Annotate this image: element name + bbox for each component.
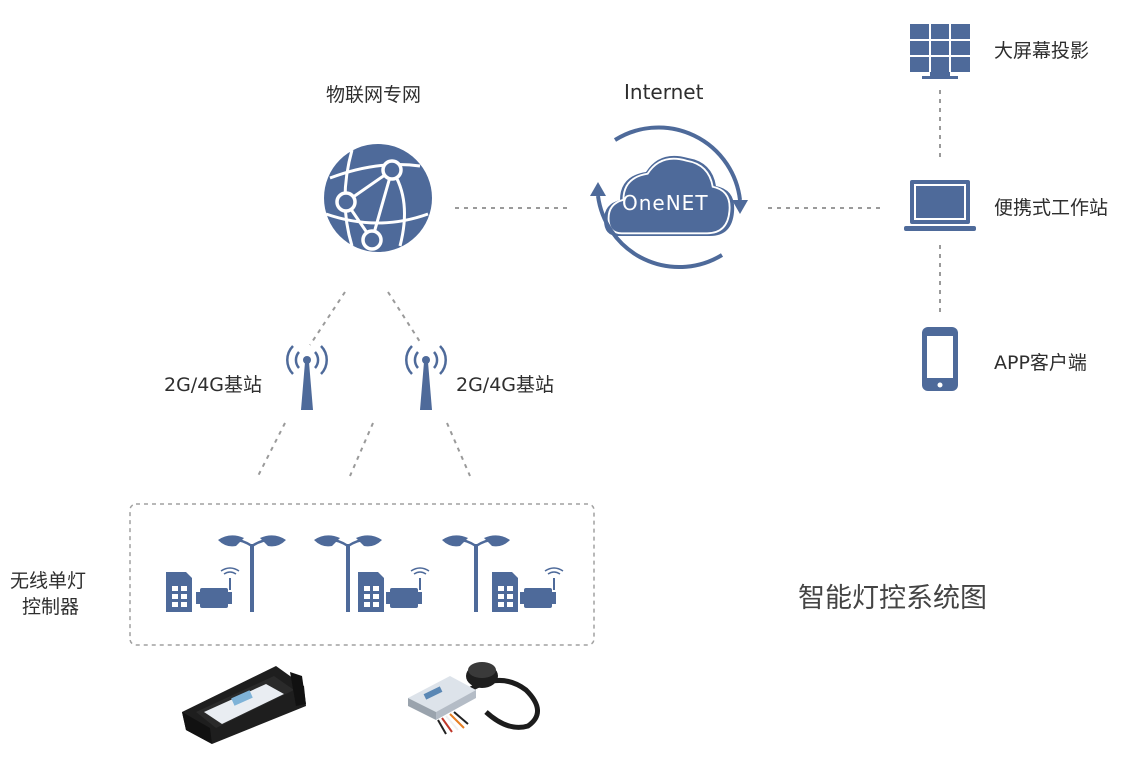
- sim-card-icon: [492, 572, 518, 612]
- smartphone-icon: [922, 327, 958, 391]
- street-lamp-icon: [218, 535, 286, 612]
- wireless-module-icon: [196, 567, 240, 608]
- cloud-icon: [604, 155, 735, 236]
- wireless-module-icon: [520, 567, 564, 608]
- link-globe-tower-left: [309, 291, 346, 346]
- link-tower-right-group2: [349, 422, 374, 477]
- base-station-right-label: 2G/4G基站: [456, 374, 555, 396]
- controller-device-photo-1: [182, 666, 306, 744]
- iot-network-label: 物联网专网: [326, 84, 422, 106]
- sync-arrows-icon: [596, 125, 742, 270]
- link-globe-tower-right: [387, 291, 423, 346]
- sim-card-icon: [166, 572, 192, 612]
- client-app-label: APP客户端: [994, 352, 1087, 374]
- laptop-icon: [904, 180, 976, 231]
- antenna-tower-icon-left: [286, 345, 328, 410]
- diagram-title: 智能灯控系统图: [798, 583, 987, 614]
- arrowhead-right: [732, 200, 748, 214]
- base-station-left-label: 2G/4G基站: [164, 374, 263, 396]
- link-tower-left-group1: [257, 422, 286, 477]
- link-tower-right-group3: [446, 422, 471, 477]
- wireless-module-icon: [386, 567, 430, 608]
- cloud-label: OneNET: [622, 191, 709, 215]
- controller-label-line2: 控制器: [22, 596, 80, 618]
- arrowhead-left: [590, 182, 606, 196]
- street-lamp-icon: [314, 535, 382, 612]
- controller-label-line1: 无线单灯: [10, 570, 87, 592]
- street-lamp-icon: [442, 535, 510, 612]
- internet-label: Internet: [624, 80, 704, 104]
- screen-grid-icon: [910, 24, 970, 79]
- controller-group-box: [129, 503, 595, 646]
- client-big-screen-label: 大屏幕投影: [994, 40, 1090, 62]
- globe-network-icon: [324, 144, 432, 252]
- street-lamp-group-1: [166, 535, 286, 612]
- client-laptop-label: 便携式工作站: [994, 197, 1109, 219]
- street-lamp-group-3: [442, 535, 564, 612]
- antenna-tower-icon-right: [405, 345, 447, 410]
- street-lamp-group-2: [314, 535, 430, 612]
- sim-card-icon: [358, 572, 384, 612]
- controller-device-photo-2: [408, 662, 540, 735]
- connectors: [257, 90, 941, 477]
